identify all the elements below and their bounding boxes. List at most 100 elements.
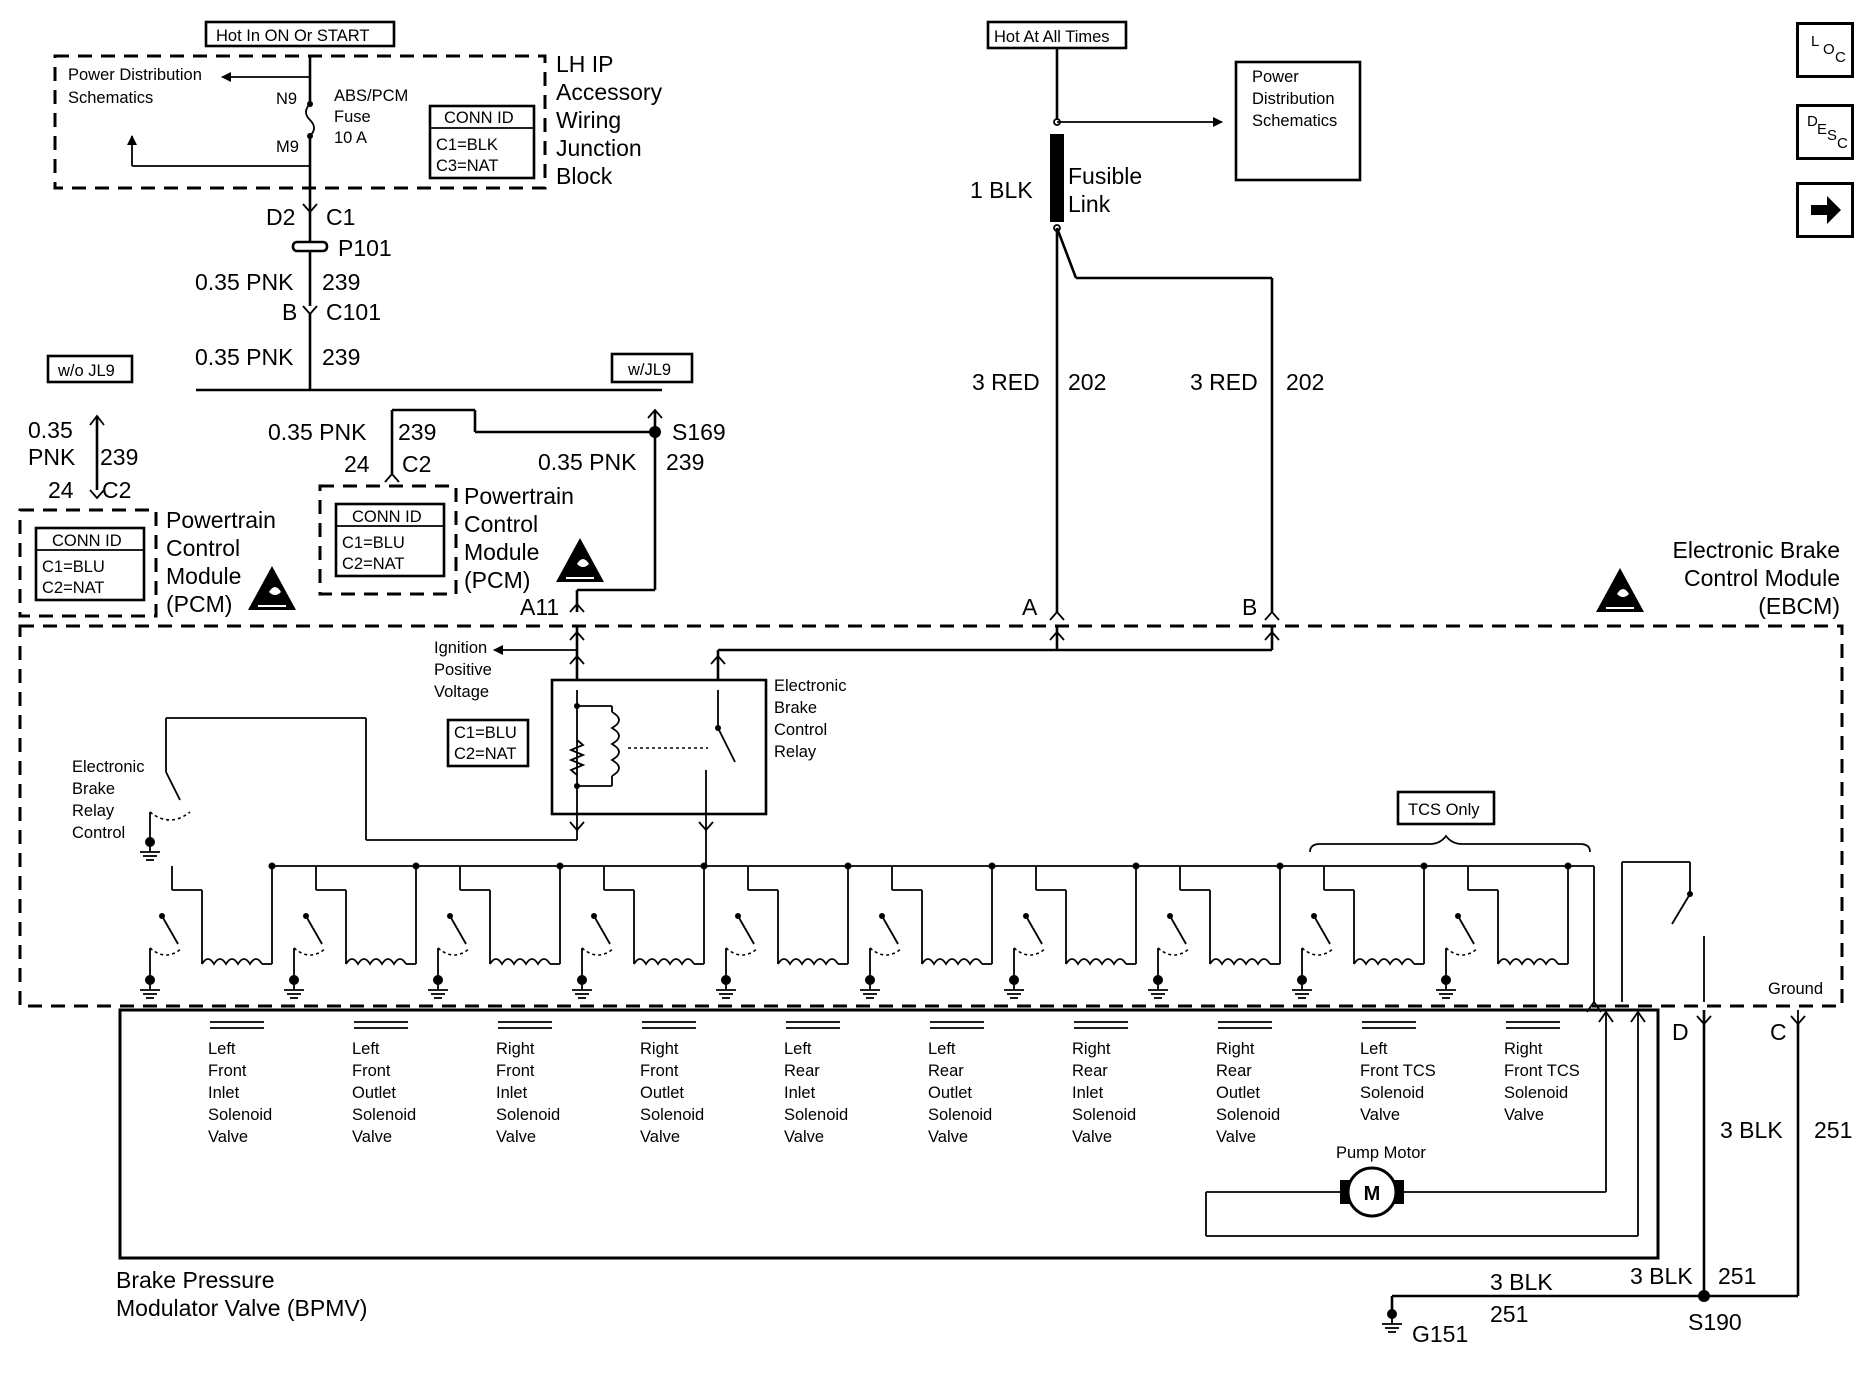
ebcm-title-3: (EBCM): [1758, 593, 1840, 619]
fuse-conn-id-1: C1=BLK: [436, 136, 498, 154]
valve-label-line: Solenoid: [1360, 1084, 1424, 1102]
ebcm-esd-icon: [1595, 567, 1645, 613]
valve-label-line: Valve: [640, 1128, 680, 1146]
ignition-voltage-3: Voltage: [434, 683, 489, 701]
tcs-bracket: [1309, 834, 1591, 853]
pcm-mid-conn-id-2: C2=NAT: [342, 555, 405, 573]
fuse-conn-id-box: [428, 104, 536, 180]
w-jl9-option-box: [610, 352, 694, 384]
driver-switch: [881, 915, 899, 945]
driver-ground-icon: [1291, 974, 1313, 999]
pump-motor-switch: [1671, 893, 1691, 925]
pcm-mid-title-1: Powertrain: [464, 483, 574, 509]
driver-ground-icon: [1147, 974, 1169, 999]
valve-label-line: Right: [640, 1040, 679, 1058]
valve-label-line: Valve: [928, 1128, 968, 1146]
ebcm-pin-a: A: [1022, 594, 1038, 620]
relay-coil: [610, 711, 620, 777]
fuse-block-title-4: Junction: [556, 135, 642, 161]
relay-control-ground-icon: [139, 836, 161, 861]
solenoid-driver: [1003, 862, 1140, 999]
valve-label-line: Rear: [784, 1062, 820, 1080]
valve-label-line: Rear: [928, 1062, 964, 1080]
solenoid-driver: [1291, 862, 1428, 999]
w-jl9-option: w/JL9: [627, 361, 671, 379]
pcm-left: CONN ID C1=BLU C2=NAT Powertrain Control…: [18, 507, 297, 618]
valve-label-line: Right: [1216, 1040, 1255, 1058]
loc-letter-o: O: [1823, 41, 1835, 58]
loc-letter-l: L: [1811, 33, 1820, 50]
relay-label-1: Electronic: [774, 677, 846, 695]
valve-label-line: Outlet: [640, 1084, 684, 1102]
ground-g151: G151: [1412, 1321, 1468, 1347]
solenoid-coil: [345, 958, 407, 966]
valve-label-line: Solenoid: [1072, 1106, 1136, 1124]
mid-branch-conn: C2: [402, 451, 431, 477]
valve-label-line: Left: [208, 1040, 236, 1058]
wire-251-gauge-1: 3 BLK: [1720, 1117, 1783, 1143]
ignition-voltage-1: Ignition: [434, 639, 487, 657]
wo-jl9-option-box: [46, 354, 134, 384]
wire-a-gauge: 3 RED: [972, 369, 1040, 395]
right-arrow-icon: [1811, 196, 1841, 224]
fuse-pin-m9: M9: [276, 138, 299, 156]
driver-ground-icon: [427, 974, 449, 999]
pcm-left-esd-icon: [247, 565, 297, 611]
valve-label-line: Inlet: [496, 1084, 528, 1102]
next-page-button[interactable]: [1796, 182, 1854, 238]
pcm-mid-conn-id-title: CONN ID: [352, 508, 422, 526]
fuse-name-1: ABS/PCM: [334, 87, 408, 105]
pcm-mid: CONN ID C1=BLU C2=NAT Powertrain Control…: [318, 483, 605, 596]
valve-label-line: Front: [352, 1062, 391, 1080]
ignition-voltage-2: Positive: [434, 661, 492, 679]
valve-label-line: Outlet: [1216, 1084, 1260, 1102]
ground-circuit-251: D C 3 BLK 251 3 BLK 251 3 BLK 251 S190 G…: [1381, 1010, 1852, 1347]
desc-letter-e: E: [1817, 121, 1828, 138]
valve-label-line: Valve: [352, 1128, 392, 1146]
valve-label-line: Solenoid: [496, 1106, 560, 1124]
left-branch-gauge-1: 0.35: [28, 417, 73, 443]
bpmv: Brake Pressure Modulator Valve (BPMV) Le…: [116, 1008, 1660, 1321]
valve-label-line: Solenoid: [208, 1106, 272, 1124]
solenoid-coil: [1065, 958, 1127, 966]
solenoid-driver: [1435, 862, 1572, 999]
ebcm-pin-b: B: [1242, 594, 1257, 620]
wire-251-circuit-2: 251: [1718, 1263, 1756, 1289]
relay-resistor: [568, 739, 586, 776]
valve-label-line: Inlet: [208, 1084, 240, 1102]
valve-label-line: Outlet: [352, 1084, 396, 1102]
pcm-left-title-2: Control: [166, 535, 240, 561]
relay-conn-id-1: C1=BLU: [454, 724, 517, 742]
driver-ground-icon: [283, 974, 305, 999]
valve-label-line: Rear: [1072, 1062, 1108, 1080]
location-button[interactable]: L O C: [1796, 22, 1854, 78]
power-dist-label-1: Power Distribution: [68, 66, 202, 84]
valve-label-line: Left: [1360, 1040, 1388, 1058]
pcm-left-title-4: (PCM): [166, 591, 232, 617]
driver-switch: [593, 915, 611, 945]
valve-label-line: Inlet: [784, 1084, 816, 1102]
ebcm-outline: [18, 624, 1844, 1008]
fuse-block-outline: [53, 54, 547, 190]
fusible-link-symbol: [1050, 134, 1064, 222]
valve-label-line: Left: [784, 1040, 812, 1058]
description-button[interactable]: D E S C: [1796, 104, 1854, 160]
pcm-left-conn-id-title: CONN ID: [52, 532, 122, 550]
valve-label-line: Front: [208, 1062, 247, 1080]
solenoid-driver: [427, 862, 564, 999]
relay-control-label-1: Electronic: [72, 758, 144, 776]
solenoid-coil: [201, 958, 263, 966]
valve-label-line: Solenoid: [1216, 1106, 1280, 1124]
solenoid-coil: [777, 958, 839, 966]
valve-label-line: Solenoid: [352, 1106, 416, 1124]
relay-control-switch: [165, 771, 181, 801]
splice-s169: S169: [672, 419, 726, 445]
wire-239-circuit-2: 239: [322, 344, 360, 370]
pcm-mid-outline: [318, 484, 458, 596]
power-dist-ref-2: Distribution: [1252, 90, 1335, 108]
pcm-mid-esd-icon: [555, 537, 605, 583]
valve-label-line: Rear: [1216, 1062, 1252, 1080]
fusible-link-gauge: 1 BLK: [970, 177, 1033, 203]
fuse-block-title-5: Block: [556, 163, 613, 189]
